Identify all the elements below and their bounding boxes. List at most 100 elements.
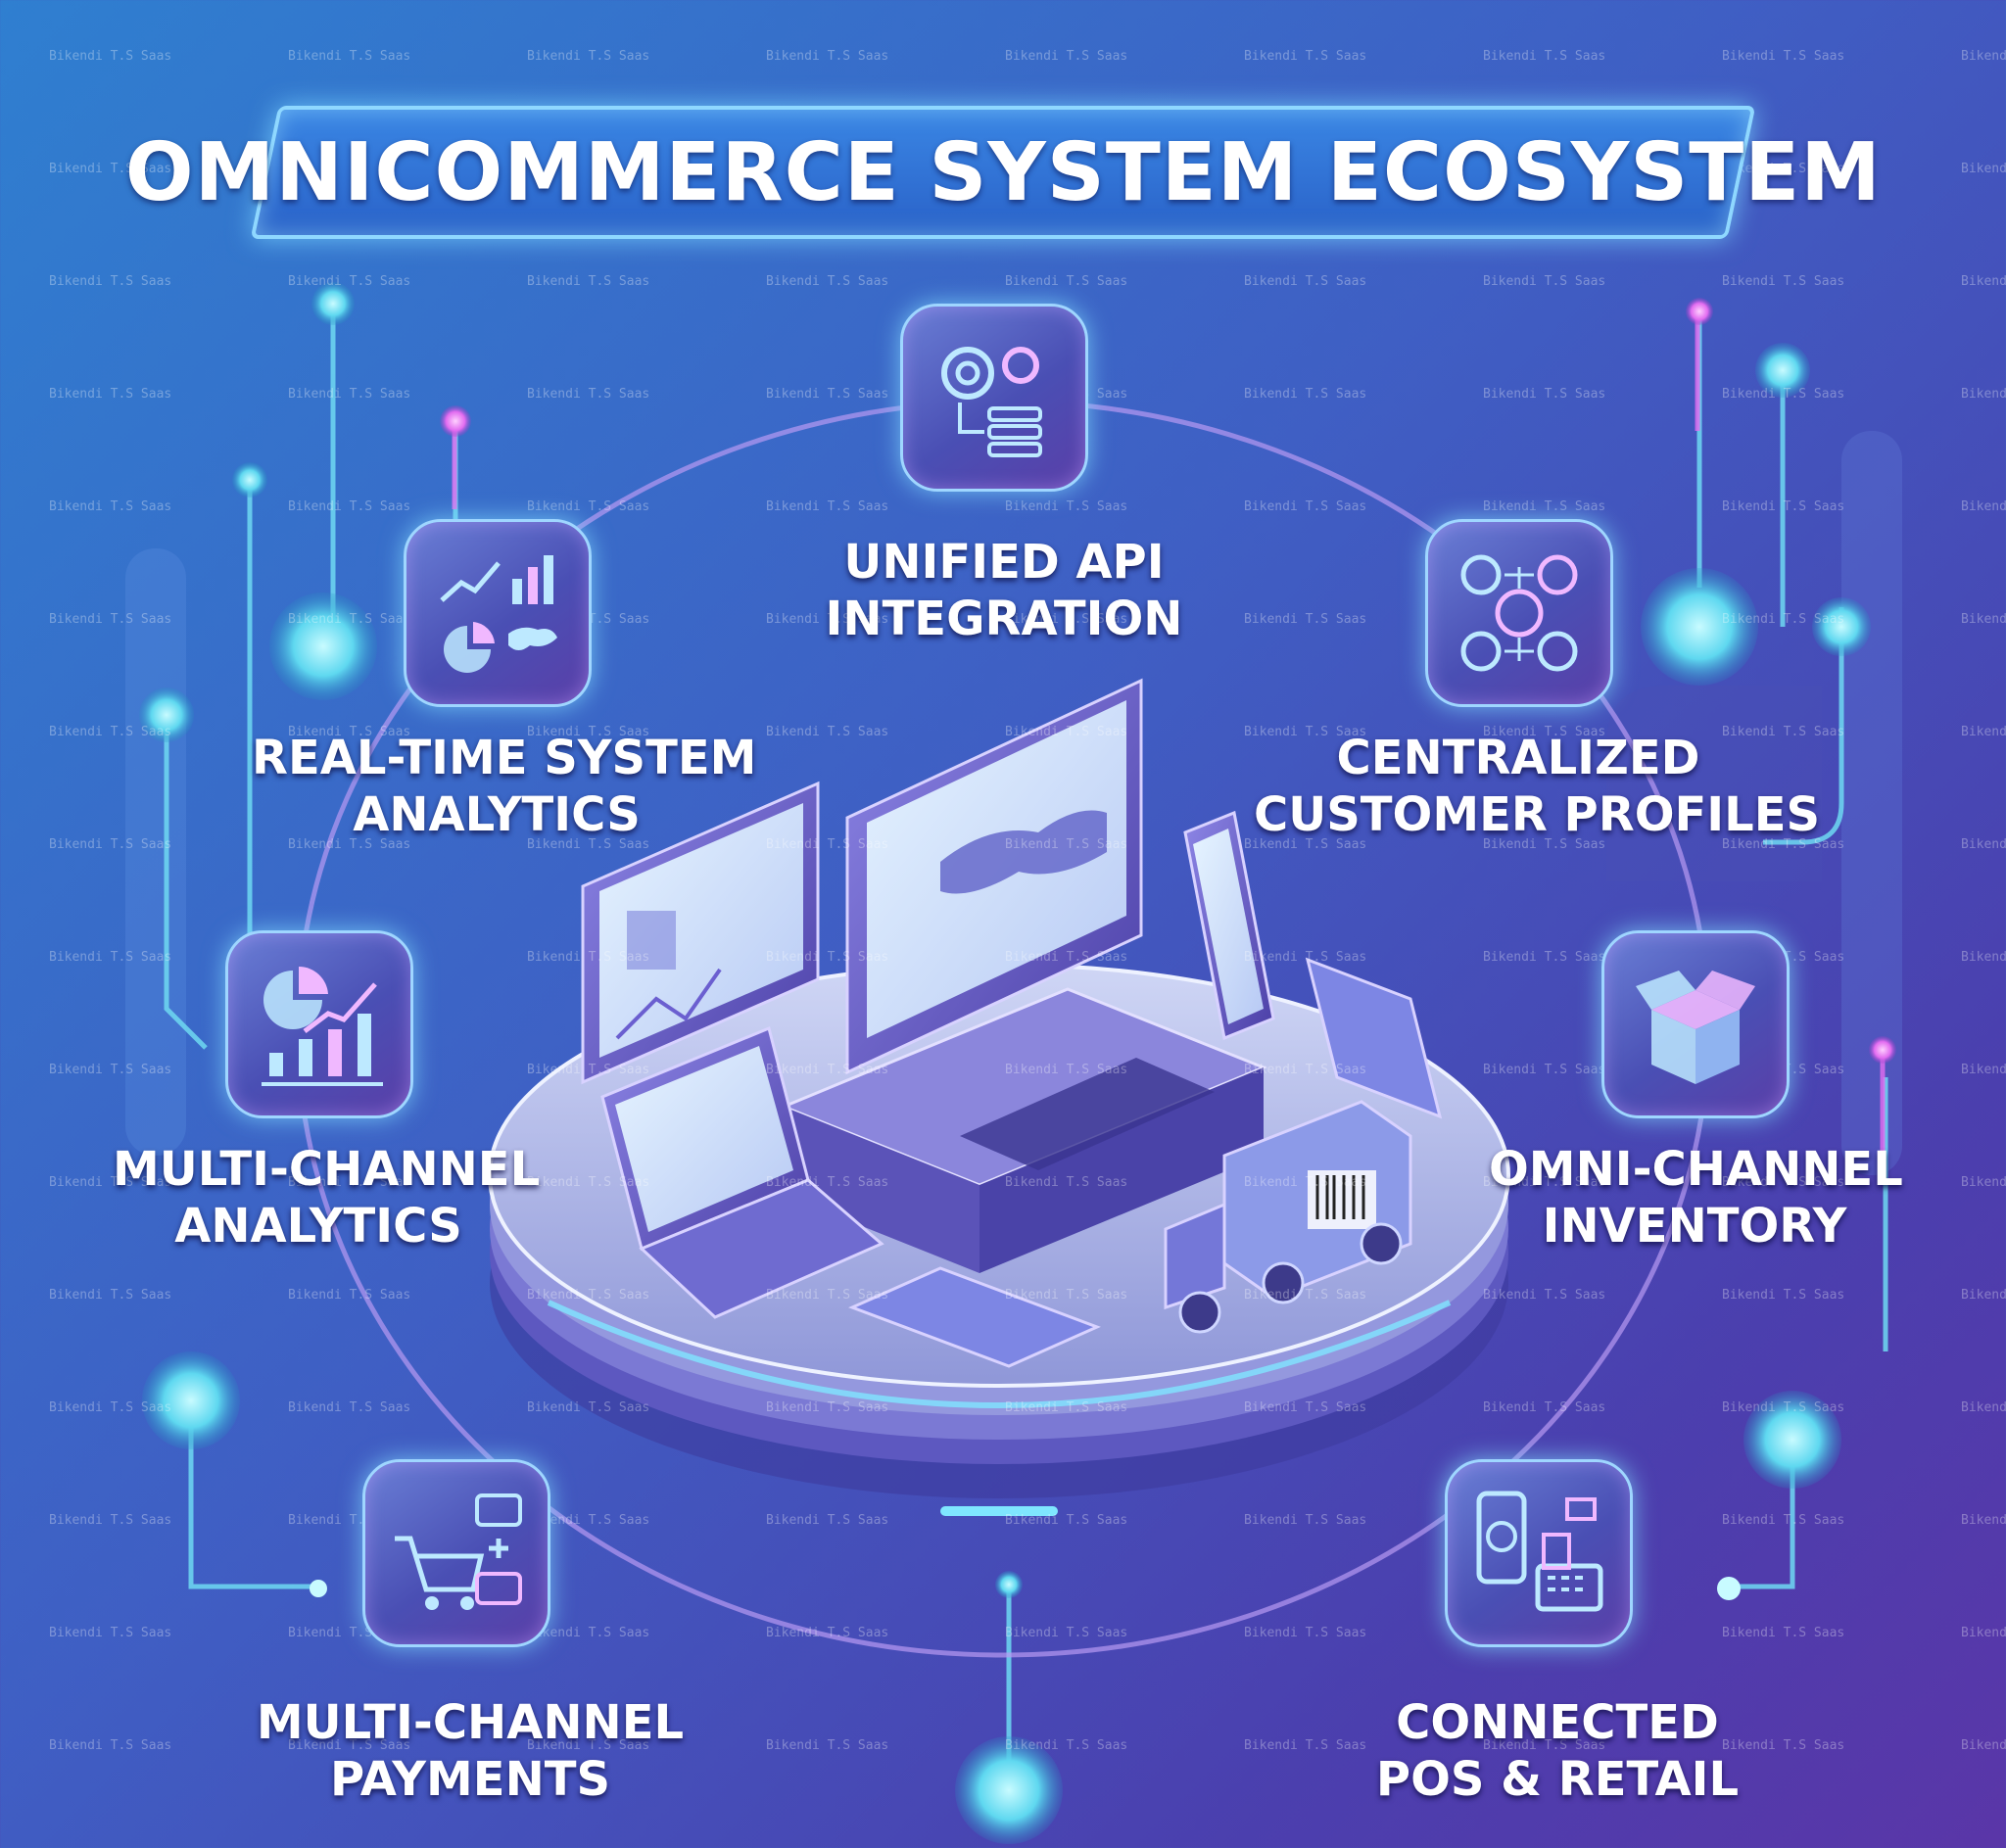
right-glow-bar: [1841, 431, 1902, 1175]
watermark-text: Bikendi T.S Saas: [1722, 725, 1845, 739]
watermark-text: Bikendi T.S Saas: [49, 162, 172, 176]
watermark-text: Bikendi T.S Saas: [1722, 274, 1845, 289]
watermark-text: Bikendi T.S Saas: [766, 837, 889, 852]
watermark-text: Bikendi T.S Saas: [1722, 387, 1845, 402]
watermark-text: Bikendi T.S Saas: [1961, 1626, 2006, 1640]
watermark-text: Bikendi T.S Saas: [49, 1738, 172, 1753]
watermark-text: Bikendi T.S Saas: [1961, 49, 2006, 64]
watermark-text: Bikendi T.S Saas: [1244, 1400, 1367, 1415]
watermark-text: Bikendi T.S Saas: [1244, 1738, 1367, 1753]
watermark-text: Bikendi T.S Saas: [288, 837, 411, 852]
watermark-text: Bikendi T.S Saas: [1244, 274, 1367, 289]
watermark-text: Bikendi T.S Saas: [49, 387, 172, 402]
pos-register-phone-icon: [1476, 1491, 1603, 1612]
watermark-text: Bikendi T.S Saas: [1244, 387, 1367, 402]
watermark-text: Bikendi T.S Saas: [49, 612, 172, 627]
watermark-text: Bikendi T.S Saas: [1961, 1063, 2006, 1077]
watermark-text: Bikendi T.S Saas: [1483, 725, 1606, 739]
watermark-text: Bikendi T.S Saas: [527, 1400, 650, 1415]
watermark-text: Bikendi T.S Saas: [527, 1288, 650, 1303]
watermark-text: Bikendi T.S Saas: [766, 1513, 889, 1528]
watermark-text: Bikendi T.S Saas: [766, 1626, 889, 1640]
watermark-text: Bikendi T.S Saas: [49, 1626, 172, 1640]
pos-retail-label-line-2: POS & RETAIL: [1375, 1752, 1740, 1807]
watermark-text: Bikendi T.S Saas: [1483, 950, 1606, 965]
watermark-text: Bikendi T.S Saas: [766, 1738, 889, 1753]
watermark-text: Bikendi T.S Saas: [1244, 1288, 1367, 1303]
watermark-text: Bikendi T.S Saas: [527, 499, 650, 514]
watermark-text: Bikendi T.S Saas: [1483, 274, 1606, 289]
watermark-text: Bikendi T.S Saas: [1961, 725, 2006, 739]
watermark-text: Bikendi T.S Saas: [1722, 1400, 1845, 1415]
watermark-text: Bikendi T.S Saas: [1722, 1738, 1845, 1753]
realtime-analytics-label: REAL-TIME SYSTEM ANALYTICS: [252, 730, 756, 843]
watermark-text: Bikendi T.S Saas: [1005, 612, 1128, 627]
watermark-text: Bikendi T.S Saas: [1005, 49, 1128, 64]
unified-api-label-line-1: UNIFIED API: [843, 535, 1165, 590]
watermark-text: Bikendi T.S Saas: [1961, 837, 2006, 852]
watermark-text: Bikendi T.S Saas: [1961, 612, 2006, 627]
watermark-text: Bikendi T.S Saas: [1961, 1288, 2006, 1303]
watermark-text: Bikendi T.S Saas: [766, 950, 889, 965]
watermark-text: Bikendi T.S Saas: [1961, 162, 2006, 176]
watermark-text: Bikendi T.S Saas: [1483, 837, 1606, 852]
watermark-text: Bikendi T.S Saas: [527, 49, 650, 64]
watermark-text: Bikendi T.S Saas: [1961, 1400, 2006, 1415]
watermark-text: Bikendi T.S Saas: [1722, 1175, 1845, 1190]
watermark-text: Bikendi T.S Saas: [49, 1513, 172, 1528]
watermark-text: Bikendi T.S Saas: [527, 1175, 650, 1190]
watermark-text: Bikendi T.S Saas: [1005, 950, 1128, 965]
watermark-text: Bikendi T.S Saas: [527, 1626, 650, 1640]
watermark-text: Bikendi T.S Saas: [766, 1175, 889, 1190]
watermark-text: Bikendi T.S Saas: [49, 274, 172, 289]
watermark-text: Bikendi T.S Saas: [49, 499, 172, 514]
gears-data-flow-icon: [941, 347, 1042, 457]
watermark-text: Bikendi T.S Saas: [1005, 837, 1128, 852]
watermark-text: Bikendi T.S Saas: [49, 1175, 172, 1190]
watermark-text: Bikendi T.S Saas: [1005, 725, 1128, 739]
inventory-label-line-2: INVENTORY: [1542, 1199, 1847, 1254]
watermark-text: Bikendi T.S Saas: [1244, 612, 1367, 627]
watermark-text: Bikendi T.S Saas: [1005, 1513, 1128, 1528]
watermark-text: Bikendi T.S Saas: [766, 1063, 889, 1077]
title-banner: OMNICOMMERCE SYSTEM ECOSYSTEM: [125, 106, 1881, 239]
payments-label-line-2: PAYMENTS: [329, 1752, 611, 1807]
watermark-text: Bikendi T.S Saas: [288, 49, 411, 64]
watermark-text: Bikendi T.S Saas: [1961, 950, 2006, 965]
watermark-text: Bikendi T.S Saas: [766, 49, 889, 64]
watermark-text: Bikendi T.S Saas: [1722, 1288, 1845, 1303]
analytics-charts-map-icon: [440, 555, 557, 673]
watermark-text: Bikendi T.S Saas: [1961, 274, 2006, 289]
watermark-text: Bikendi T.S Saas: [1961, 1513, 2006, 1528]
pos-retail-label: CONNECTED POS & RETAIL: [1361, 1694, 1753, 1808]
watermark-text: Bikendi T.S Saas: [1005, 274, 1128, 289]
watermark-text: Bikendi T.S Saas: [1483, 1738, 1606, 1753]
watermark-text: Bikendi T.S Saas: [766, 612, 889, 627]
watermark-text: Bikendi T.S Saas: [1722, 1626, 1845, 1640]
watermark-text: Bikendi T.S Saas: [1483, 1400, 1606, 1415]
watermark-text: Bikendi T.S Saas: [1005, 1738, 1128, 1753]
central-devices: [581, 678, 1443, 1368]
watermark-text: Bikendi T.S Saas: [1005, 1400, 1128, 1415]
watermark-text: Bikendi T.S Saas: [1483, 387, 1606, 402]
watermark-text: Bikendi T.S Saas: [49, 950, 172, 965]
watermark-text: Bikendi T.S Saas: [1722, 49, 1845, 64]
watermark-text: Bikendi T.S Saas: [1005, 1063, 1128, 1077]
watermark-text: Bikendi T.S Saas: [49, 1400, 172, 1415]
watermark-text: Bikendi T.S Saas: [1961, 1738, 2006, 1753]
watermark-text: Bikendi T.S Saas: [1722, 837, 1845, 852]
watermark-text: Bikendi T.S Saas: [1005, 499, 1128, 514]
watermark-text: Bikendi T.S Saas: [1722, 612, 1845, 627]
customer-profiles-label: CENTRALIZED CUSTOMER PROFILES: [1254, 730, 1820, 843]
watermark-text: Bikendi T.S Saas: [1005, 1288, 1128, 1303]
pos-retail-node-icon: [1445, 1459, 1633, 1647]
inventory-node-icon: [1601, 930, 1790, 1118]
watermark-text: Bikendi T.S Saas: [1961, 1175, 2006, 1190]
multichannel-analytics-label-line-2: ANALYTICS: [174, 1199, 462, 1254]
watermark-text: Bikendi T.S Saas: [766, 1400, 889, 1415]
watermark-text: Bikendi T.S Saas: [1483, 1288, 1606, 1303]
page-title: OMNICOMMERCE SYSTEM ECOSYSTEM: [124, 125, 1882, 219]
watermark-text: Bikendi T.S Saas: [49, 837, 172, 852]
realtime-analytics-node-icon: [404, 519, 592, 707]
